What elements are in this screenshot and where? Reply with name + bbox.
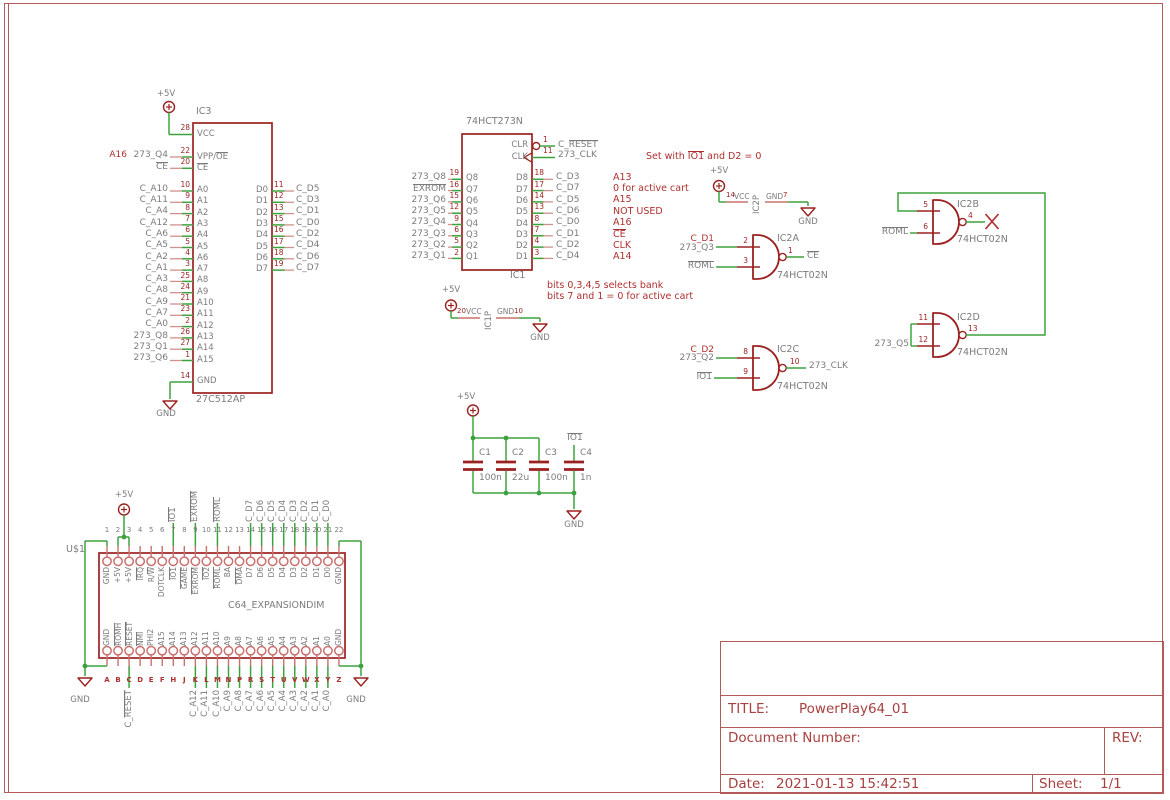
date-label: Date: [728,776,765,792]
gate-ic2c [714,345,806,391]
title-block-divider [720,695,1164,696]
rev-label: REV: [1112,730,1143,746]
connector-symbol [77,503,369,688]
title-block-divider [1104,727,1105,774]
ic3-symbol [162,100,294,410]
gate-ic2a [716,234,804,280]
title-block-divider [1032,774,1033,794]
sheet-value: 1/1 [1100,776,1122,792]
ic1-symbol [448,133,555,271]
ic2-power-symbol [712,179,816,217]
date-value: 2021-01-13 15:42:51 [776,776,920,792]
capacitor-bank [463,404,584,520]
sheet-label: Sheet: [1039,776,1083,792]
gate-ic2b [910,199,1000,245]
title-block-divider [720,727,1164,728]
document-number-label: Document Number: [728,730,861,746]
page-frame-inner-line [8,3,9,793]
schematic-title: PowerPlay64_01 [799,701,910,717]
title-block-divider [720,774,1164,775]
title-block-border [720,641,1164,794]
gate-ic2d [897,192,1046,358]
ic1-power-symbol [444,299,548,333]
page-frame [4,3,1163,793]
title-label: TITLE: [728,701,770,717]
